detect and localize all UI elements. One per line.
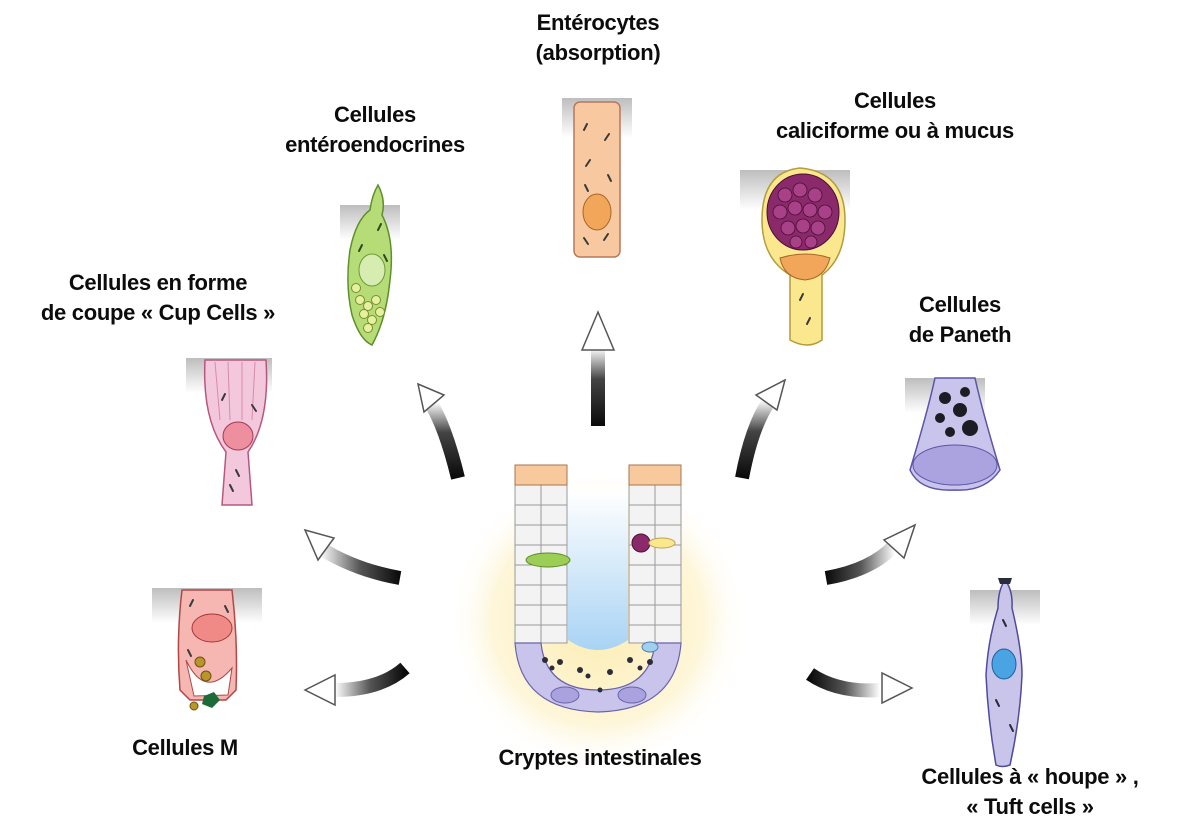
label-tuft-cells: Cellules à « houpe » , « Tuft cells » xyxy=(880,762,1180,822)
curved-arrow-icon xyxy=(418,384,458,478)
m-cell xyxy=(152,588,262,710)
label-tuft-cells-line1: Cellules à « houpe » , xyxy=(880,762,1180,792)
label-enteroendocrine-line1: Cellules xyxy=(255,100,495,130)
label-enterocytes-line1: Entérocytes xyxy=(498,8,698,38)
label-cup-cells-line1: Cellules en forme xyxy=(8,268,308,298)
cup-cell xyxy=(186,358,272,505)
label-goblet-line1: Cellules xyxy=(740,86,1050,116)
goblet-cell xyxy=(740,168,850,345)
curved-arrow-icon xyxy=(742,380,785,478)
label-m-cells: Cellules M xyxy=(95,733,275,763)
curved-arrow-icon xyxy=(305,668,405,705)
label-tuft-cells-line2: « Tuft cells » xyxy=(880,792,1180,822)
label-paneth: Cellules de Paneth xyxy=(880,290,1040,350)
label-goblet: Cellules caliciforme ou à mucus xyxy=(740,86,1050,146)
label-enteroendocrine: Cellules entéroendocrines xyxy=(255,100,495,160)
curved-arrow-icon xyxy=(826,525,915,578)
tuft-cell xyxy=(970,578,1040,767)
enteroendocrine-cell xyxy=(340,185,400,345)
curved-arrow-icon xyxy=(810,673,912,703)
label-crypt: Cryptes intestinales xyxy=(470,743,730,773)
label-paneth-line1: Cellules xyxy=(880,290,1040,320)
straight-arrow-icon xyxy=(582,312,614,426)
paneth-cell xyxy=(905,378,1000,490)
label-goblet-line2: caliciforme ou à mucus xyxy=(740,116,1050,146)
label-enterocytes: Entérocytes (absorption) xyxy=(498,8,698,68)
label-paneth-line2: de Paneth xyxy=(880,320,1040,350)
label-cup-cells-line2: de coupe « Cup Cells » xyxy=(8,298,308,328)
intestinal-crypt xyxy=(448,465,748,770)
label-m-cells-line1: Cellules M xyxy=(95,733,275,763)
label-enterocytes-line2: (absorption) xyxy=(498,38,698,68)
enterocyte-cell xyxy=(562,98,632,257)
label-enteroendocrine-line2: entéroendocrines xyxy=(255,130,495,160)
label-cup-cells: Cellules en forme de coupe « Cup Cells » xyxy=(8,268,308,328)
label-crypt-line1: Cryptes intestinales xyxy=(470,743,730,773)
curved-arrow-icon xyxy=(305,530,400,578)
